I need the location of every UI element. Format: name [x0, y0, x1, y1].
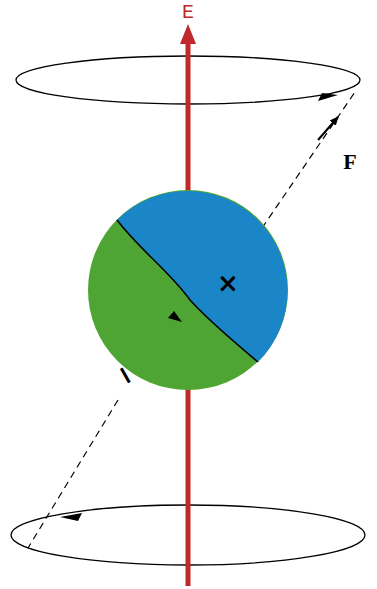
blue-hemisphere	[117, 191, 288, 362]
cross-symbol: ×	[217, 270, 239, 296]
force-label: F	[343, 151, 356, 173]
orbit-arrowhead	[318, 93, 338, 101]
green-hemisphere	[88, 190, 288, 390]
boundary-line	[117, 220, 258, 362]
spin-axis	[28, 400, 118, 548]
field-arrowhead	[180, 24, 196, 44]
orbit-arrowhead	[60, 513, 82, 521]
spin-axis	[262, 92, 355, 228]
field-label: E	[182, 3, 194, 23]
force-arrow	[318, 117, 338, 140]
boundary-arrowhead	[168, 311, 182, 322]
